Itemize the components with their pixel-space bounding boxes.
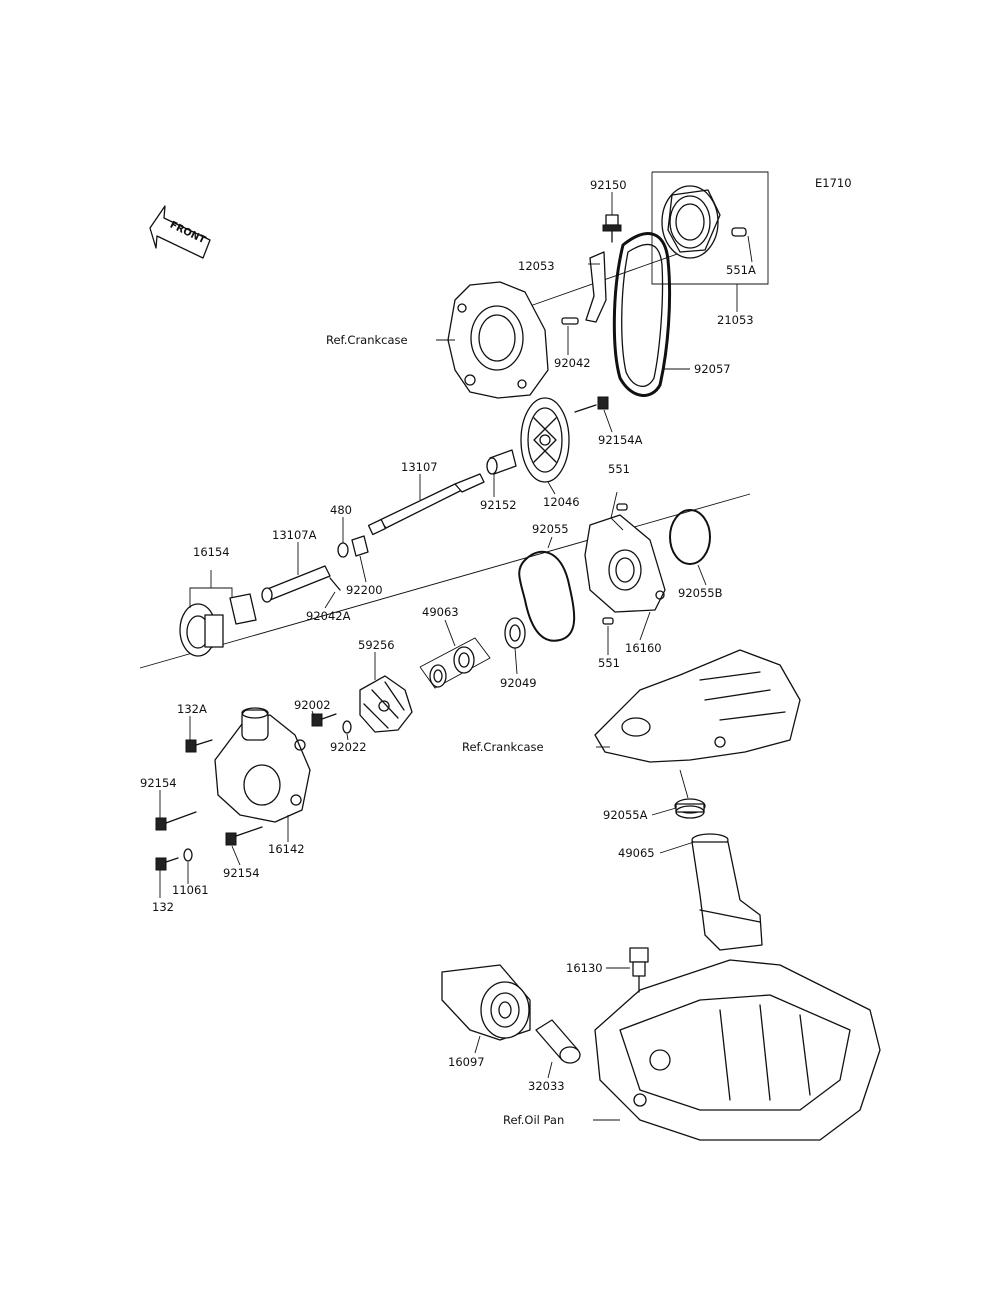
- label-11061: 11061: [172, 883, 209, 897]
- crankcase-housing-top: [447, 281, 549, 399]
- o-ring-92055A: [674, 798, 706, 819]
- bearing-92049: [504, 617, 526, 649]
- bolt-92150: [602, 214, 622, 243]
- label-551-top: 551: [608, 462, 630, 476]
- label-551A: 551A: [726, 263, 756, 277]
- bolt-92154-left: [155, 811, 197, 831]
- label-92042: 92042: [554, 356, 591, 370]
- oil-filter-16097: [441, 964, 531, 1041]
- label-551-bottom: 551: [598, 656, 620, 670]
- bolt-92002: [311, 713, 337, 727]
- label-16097: 16097: [448, 1055, 485, 1069]
- label-16154: 16154: [193, 545, 230, 559]
- pipe-32033: [535, 1019, 581, 1064]
- label-92022: 92022: [330, 740, 367, 754]
- diagram-code: E1710: [815, 176, 852, 190]
- circlip-480: [337, 542, 349, 558]
- bolt-92154-bottom: [225, 826, 263, 846]
- label-92055: 92055: [532, 522, 569, 536]
- label-16160: 16160: [625, 641, 662, 655]
- label-13107A: 13107A: [272, 528, 317, 542]
- crankcase-housing-middle: [594, 649, 801, 763]
- dowel-pin-551-bottom: [602, 617, 614, 625]
- leader-lines: [159, 192, 753, 1121]
- drive-chain-92057: [612, 232, 672, 397]
- assembly-axis-lines: [139, 245, 751, 669]
- label-59256: 59256: [358, 638, 395, 652]
- pump-rotor-16154: [179, 570, 257, 657]
- label-480: 480: [330, 503, 352, 517]
- part-labels: 92150 12053 551A 21053 Ref.Crankcase 920…: [140, 178, 756, 1127]
- oil-pump-drive-sprocket: [661, 185, 721, 259]
- label-92002: 92002: [294, 698, 331, 712]
- oil-pan: [594, 959, 881, 1141]
- bracket-21053: [651, 171, 769, 312]
- washer-92022: [342, 720, 352, 734]
- front-arrow-icon: FRONT: [149, 205, 211, 259]
- pump-shaft-13107A: [261, 565, 331, 603]
- label-21053: 21053: [717, 313, 754, 327]
- label-49065: 49065: [618, 846, 655, 860]
- oil-strainer-pipe-49065: [691, 833, 763, 951]
- bolt-92154A: [574, 396, 609, 413]
- label-92152: 92152: [480, 498, 517, 512]
- impeller-59256: [359, 675, 413, 733]
- bolt-132A: [185, 739, 213, 753]
- pump-shaft-13107: [367, 473, 485, 536]
- label-92150: 92150: [590, 178, 627, 192]
- chain-guide-12053: [585, 251, 607, 323]
- label-16142: 16142: [268, 842, 305, 856]
- label-ref-crankcase-top: Ref.Crankcase: [326, 333, 408, 347]
- collar-92152: [486, 449, 517, 475]
- label-92042A: 92042A: [306, 609, 351, 623]
- bolt-132: [155, 857, 179, 871]
- label-132A: 132A: [177, 702, 207, 716]
- seal-kit-49063: [419, 619, 491, 689]
- label-13107: 13107: [401, 460, 438, 474]
- dowel-pin-92042: [561, 317, 579, 325]
- label-12053: 12053: [518, 259, 555, 273]
- label-92049: 92049: [500, 676, 537, 690]
- pin-92042A: [329, 577, 341, 591]
- washer-92200: [351, 535, 369, 557]
- label-49063: 49063: [422, 605, 459, 619]
- label-92154-bottom: 92154: [223, 866, 260, 880]
- label-ref-oil-pan: Ref.Oil Pan: [503, 1113, 564, 1127]
- pump-body-16142: [214, 707, 311, 823]
- dowel-pin-551A: [731, 227, 747, 237]
- label-92055A: 92055A: [603, 808, 648, 822]
- label-16130: 16130: [566, 961, 603, 975]
- relief-valve-16130: [629, 947, 649, 993]
- pump-sprocket-12046: [520, 397, 570, 483]
- o-ring-92055B: [669, 509, 711, 565]
- label-92057: 92057: [694, 362, 731, 376]
- o-ring-92055: [518, 550, 576, 642]
- dowel-pin-551-top: [610, 491, 628, 531]
- label-92154-left: 92154: [140, 776, 177, 790]
- label-92200: 92200: [346, 583, 383, 597]
- label-32033: 32033: [528, 1079, 565, 1093]
- label-92055B: 92055B: [678, 586, 723, 600]
- pump-cover-16160: [584, 514, 666, 613]
- label-92154A: 92154A: [598, 433, 643, 447]
- label-132: 132: [152, 900, 174, 914]
- label-ref-crankcase-mid: Ref.Crankcase: [462, 740, 544, 754]
- washer-11061: [183, 848, 193, 862]
- label-12046: 12046: [543, 495, 580, 509]
